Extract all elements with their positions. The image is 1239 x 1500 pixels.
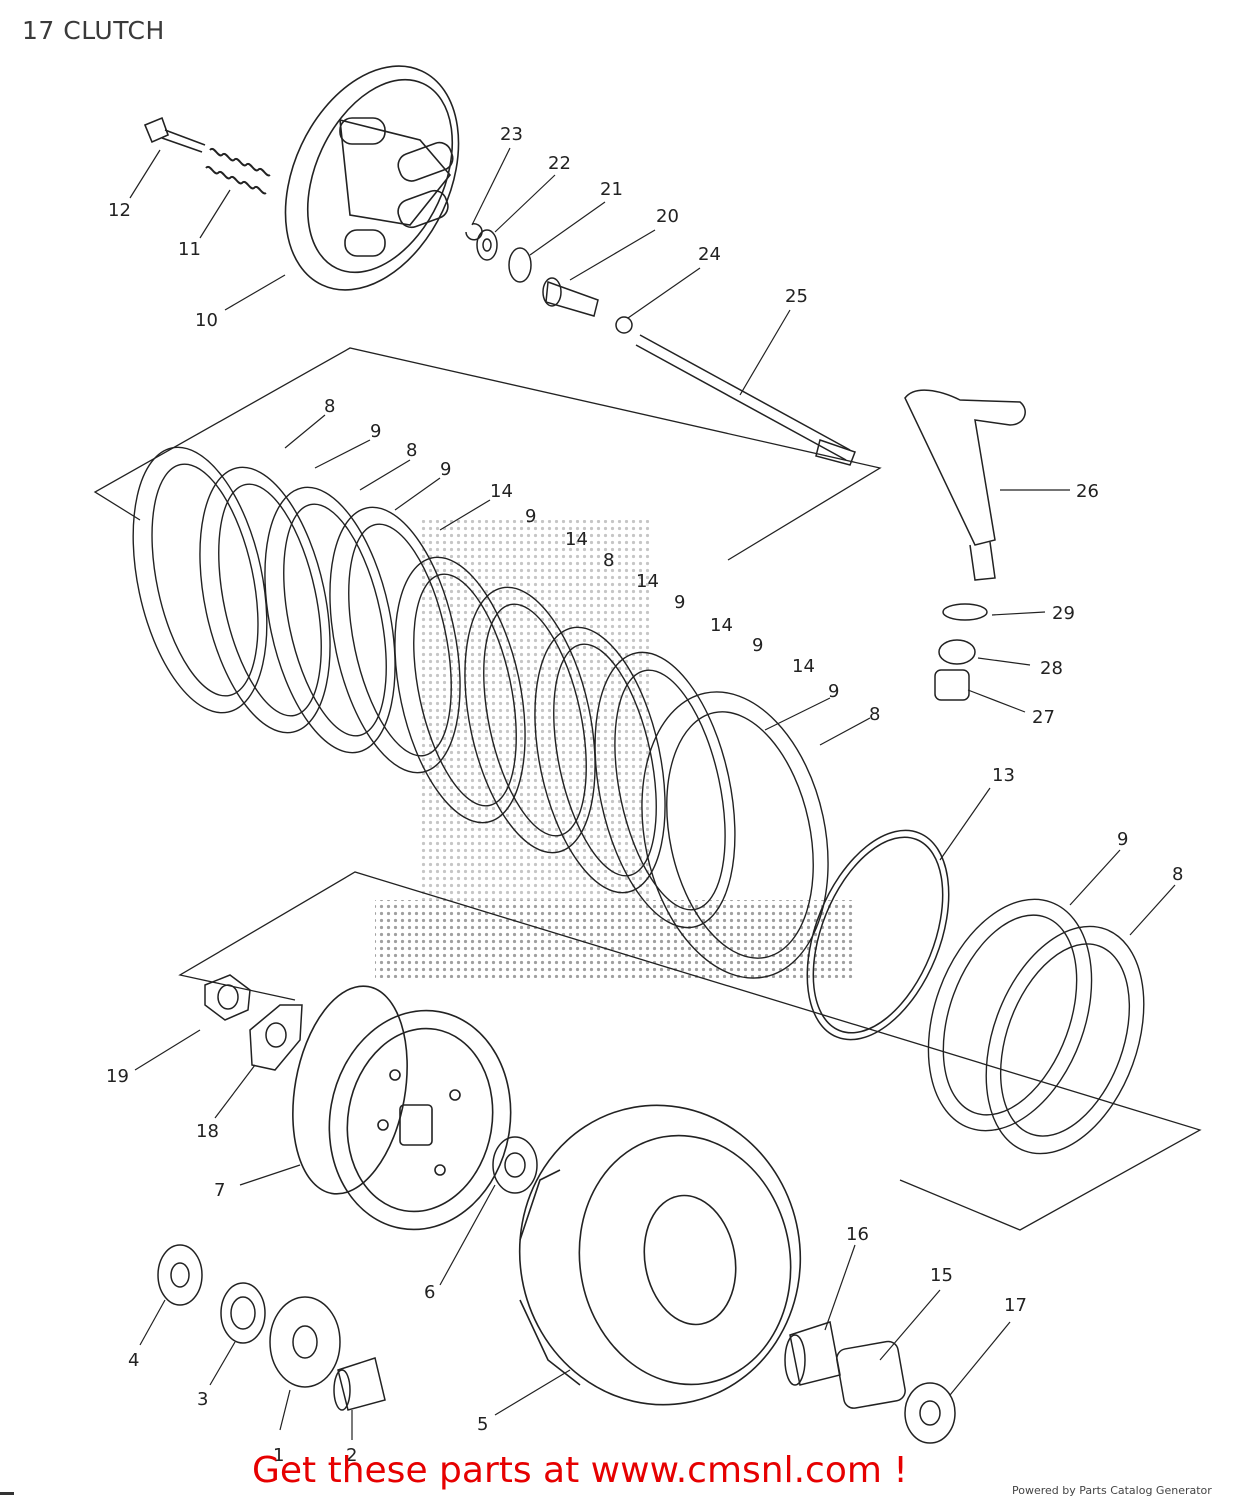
pressure-plate — [284, 65, 460, 291]
powered-by-text: Powered by Parts Catalog Generator — [1012, 1484, 1212, 1497]
callout-label: 24 — [698, 244, 721, 265]
callout-label: 14 — [636, 571, 659, 592]
callout-label: 8 — [406, 440, 417, 461]
callout-label: 8 — [324, 396, 335, 417]
callout-label: 14 — [710, 615, 733, 636]
callout-label: 27 — [1032, 707, 1055, 728]
callout-label: 3 — [197, 1389, 208, 1410]
callout-label: 20 — [656, 206, 679, 227]
callout-label: 9 — [752, 635, 763, 656]
callout-label: 2 — [346, 1445, 357, 1466]
callout-label: 11 — [178, 239, 201, 260]
push-rod-parts — [465, 223, 856, 466]
callout-label: 9 — [370, 421, 381, 442]
callout-label: 8 — [603, 550, 614, 571]
callout-label: 21 — [600, 179, 623, 200]
callout-label: 23 — [500, 124, 523, 145]
callout-label: 9 — [525, 506, 536, 527]
callout-label: 6 — [424, 1282, 435, 1303]
callout-label: 9 — [828, 681, 839, 702]
callout-label: 26 — [1076, 481, 1099, 502]
callout-label: 12 — [108, 200, 131, 221]
callout-label: 18 — [196, 1121, 219, 1142]
clutch-bolt — [143, 116, 206, 153]
callout-label: 19 — [106, 1066, 129, 1087]
clutch-housing — [518, 1104, 802, 1406]
callout-label: 9 — [674, 592, 685, 613]
nut-and-lock-washer — [204, 974, 303, 1071]
o-ring — [806, 829, 950, 1041]
thrust-washer — [492, 1136, 538, 1194]
corner-mark — [0, 1492, 14, 1495]
callout-label: 9 — [440, 459, 451, 480]
callout-label: 5 — [477, 1414, 488, 1435]
page-title: 17 CLUTCH — [22, 16, 165, 45]
primary-gear-parts — [157, 1244, 386, 1411]
callout-label: 14 — [792, 656, 815, 677]
bearing-parts — [784, 1321, 956, 1444]
callout-label: 13 — [992, 765, 1015, 786]
callout-label: 10 — [195, 310, 218, 331]
callout-label: 28 — [1040, 658, 1063, 679]
callout-label: 7 — [214, 1180, 225, 1201]
clutch-spring — [205, 147, 271, 195]
clutch-boss — [292, 985, 512, 1231]
promo-link-text[interactable]: Get these parts at www.cmsnl.com ! — [252, 1450, 908, 1491]
callout-label: 14 — [490, 481, 513, 502]
callout-label: 14 — [565, 529, 588, 550]
clutch-lever-shaft — [904, 389, 1026, 701]
callout-label: 15 — [930, 1265, 953, 1286]
callout-label: 16 — [846, 1224, 869, 1245]
separate-plates — [927, 898, 1145, 1155]
callout-label: 8 — [1172, 864, 1183, 885]
clutch-plate-stack — [132, 446, 829, 979]
callout-label: 29 — [1052, 603, 1075, 624]
callout-label: 1 — [273, 1445, 284, 1466]
callout-label: 8 — [869, 704, 880, 725]
callout-label: 4 — [128, 1350, 139, 1371]
callout-label: 25 — [785, 286, 808, 307]
callout-label: 9 — [1117, 829, 1128, 850]
callout-labels: 12 11 10 23 22 21 20 24 25 26 29 28 27 8… — [106, 124, 1183, 1466]
callout-label: 17 — [1004, 1295, 1027, 1316]
leader-lines — [129, 147, 1176, 1440]
plate-group-outline — [93, 347, 1202, 1231]
callout-label: 22 — [548, 153, 571, 174]
